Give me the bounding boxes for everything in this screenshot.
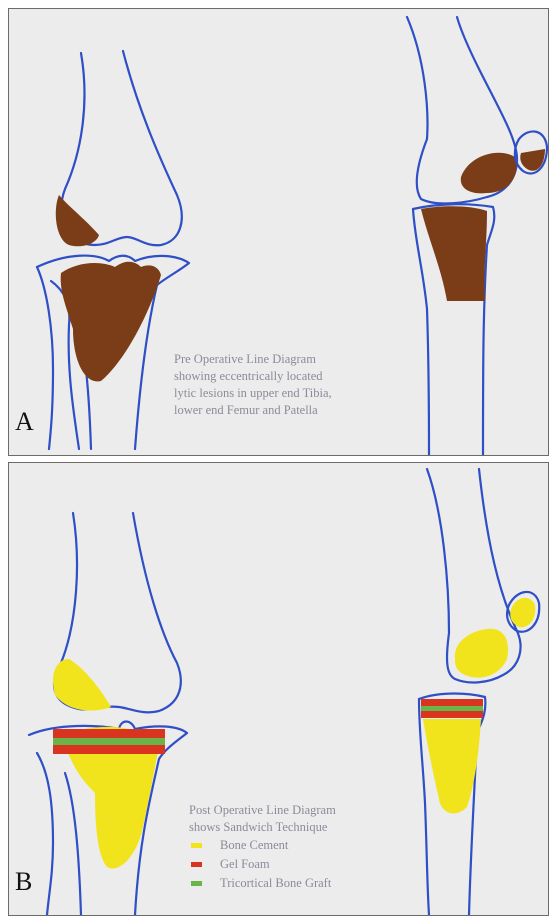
panel-label-b: B bbox=[15, 867, 32, 897]
legend-item-gel-foam: Gel Foam bbox=[191, 855, 331, 874]
gel-foam-layer-lower bbox=[53, 745, 165, 754]
gel-foam-layer-upper-lateral bbox=[421, 699, 483, 706]
pre-operative-caption: Pre Operative Line Diagram showing eccen… bbox=[174, 351, 434, 419]
panel-pre-operative: Pre Operative Line Diagram showing eccen… bbox=[8, 8, 549, 456]
femur-cement-front bbox=[53, 659, 111, 711]
legend-swatch-red bbox=[191, 862, 202, 867]
panel-label-a: A bbox=[15, 407, 34, 437]
post-operative-caption: Post Operative Line Diagram shows Sandwi… bbox=[189, 802, 439, 836]
gel-foam-layer-upper bbox=[53, 729, 165, 738]
tibia-lesion-front bbox=[61, 262, 161, 382]
legend-swatch-yellow bbox=[191, 843, 202, 848]
tibia-cement-lateral bbox=[423, 719, 481, 813]
gel-foam-layer-lower-lateral bbox=[421, 711, 483, 718]
panel-post-operative: Post Operative Line Diagram shows Sandwi… bbox=[8, 462, 549, 916]
patella-cement bbox=[510, 598, 535, 627]
femur-lesion-lateral bbox=[461, 153, 517, 194]
bone-graft-layer bbox=[53, 738, 165, 745]
tibia-medial-line bbox=[37, 267, 53, 449]
bone-graft-layer-lateral bbox=[421, 706, 483, 711]
legend-swatch-green bbox=[191, 881, 202, 886]
fibula-outline-front bbox=[37, 753, 53, 915]
legend: Bone Cement Gel Foam Tricortical Bone Gr… bbox=[191, 836, 331, 893]
femur-cement-lateral bbox=[455, 629, 508, 678]
legend-item-bone-cement: Bone Cement bbox=[191, 836, 331, 855]
tibia-lateral-line bbox=[65, 773, 81, 915]
legend-item-bone-graft: Tricortical Bone Graft bbox=[191, 874, 331, 893]
tibia-lesion-lateral bbox=[421, 206, 487, 301]
femur-lesion-front bbox=[56, 195, 99, 246]
